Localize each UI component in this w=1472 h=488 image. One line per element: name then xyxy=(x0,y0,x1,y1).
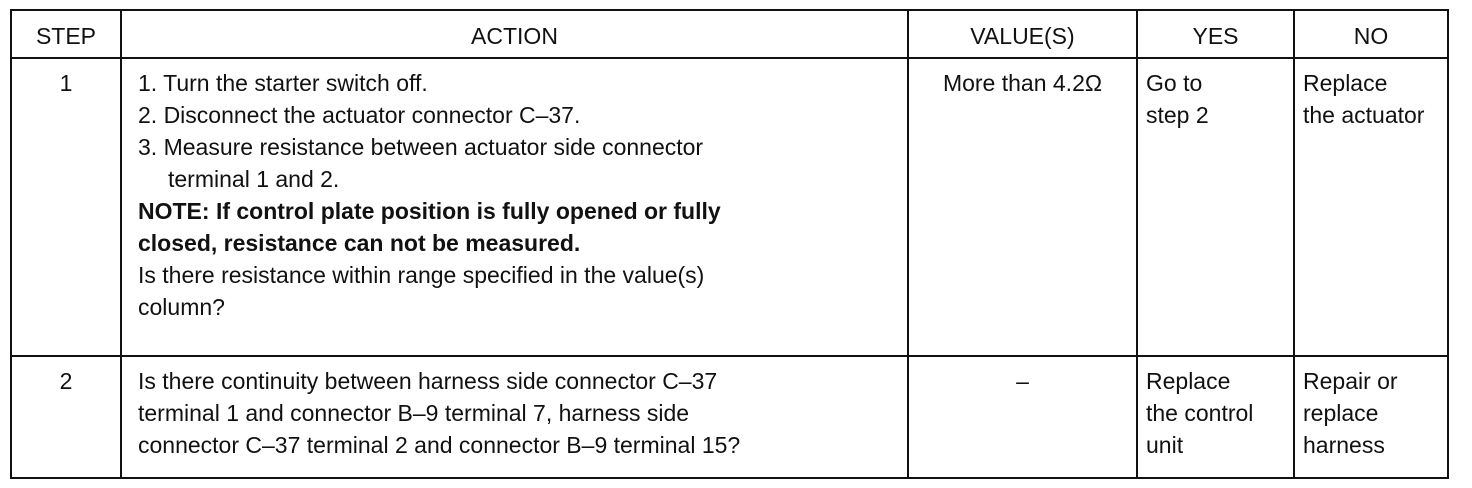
yes-text: unit xyxy=(1146,432,1184,458)
no-text: the actuator xyxy=(1303,102,1425,128)
table-row: 2 Is there continuity between harness si… xyxy=(10,355,1449,479)
value-cell: More than 4.2Ω xyxy=(907,57,1138,357)
action-cell: 1. Turn the starter switch off. 2. Disco… xyxy=(120,57,909,357)
action-question: Is there continuity between harness side… xyxy=(138,368,718,394)
header-step: STEP xyxy=(10,9,122,59)
yes-text: Replace xyxy=(1146,368,1231,394)
header-action: ACTION xyxy=(120,9,909,59)
step-number: 1 xyxy=(10,57,122,357)
table-header-row: STEP ACTION VALUE(S) YES NO xyxy=(10,9,1449,59)
step-number: 2 xyxy=(10,355,122,479)
yes-text: the control xyxy=(1146,400,1254,426)
no-cell: Replace the actuator xyxy=(1293,57,1449,357)
diagnosis-table: STEP ACTION VALUE(S) YES NO 1 1. Turn th… xyxy=(10,9,1449,479)
yes-text: Go to xyxy=(1146,70,1203,96)
action-item-continuation: terminal 1 and 2. xyxy=(168,166,340,192)
no-text: harness xyxy=(1303,432,1385,458)
yes-text: step 2 xyxy=(1146,102,1209,128)
action-question: connector C–37 terminal 2 and connector … xyxy=(138,432,741,458)
action-note: closed, resistance can not be measured. xyxy=(138,230,581,256)
no-text: Replace xyxy=(1303,70,1388,96)
action-item: 3. Measure resistance between actuator s… xyxy=(138,134,704,160)
action-question: column? xyxy=(138,294,225,320)
header-values: VALUE(S) xyxy=(907,9,1138,59)
yes-cell: Go to step 2 xyxy=(1136,57,1295,357)
yes-cell: Replace the control unit xyxy=(1136,355,1295,479)
action-cell: Is there continuity between harness side… xyxy=(120,355,909,479)
no-text: replace xyxy=(1303,400,1379,426)
action-item: 2. Disconnect the actuator connector C–3… xyxy=(138,102,581,128)
diagnosis-table-container: STEP ACTION VALUE(S) YES NO 1 1. Turn th… xyxy=(10,9,1449,479)
no-cell: Repair or replace harness xyxy=(1293,355,1449,479)
action-question: terminal 1 and connector B–9 terminal 7,… xyxy=(138,400,690,426)
action-item: 1. Turn the starter switch off. xyxy=(138,70,428,96)
header-yes: YES xyxy=(1136,9,1295,59)
action-question: Is there resistance within range specifi… xyxy=(138,262,705,288)
value-cell: – xyxy=(907,355,1138,479)
header-no: NO xyxy=(1293,9,1449,59)
table-row: 1 1. Turn the starter switch off. 2. Dis… xyxy=(10,57,1449,357)
no-text: Repair or xyxy=(1303,368,1398,394)
action-note: NOTE: If control plate position is fully… xyxy=(138,198,721,224)
